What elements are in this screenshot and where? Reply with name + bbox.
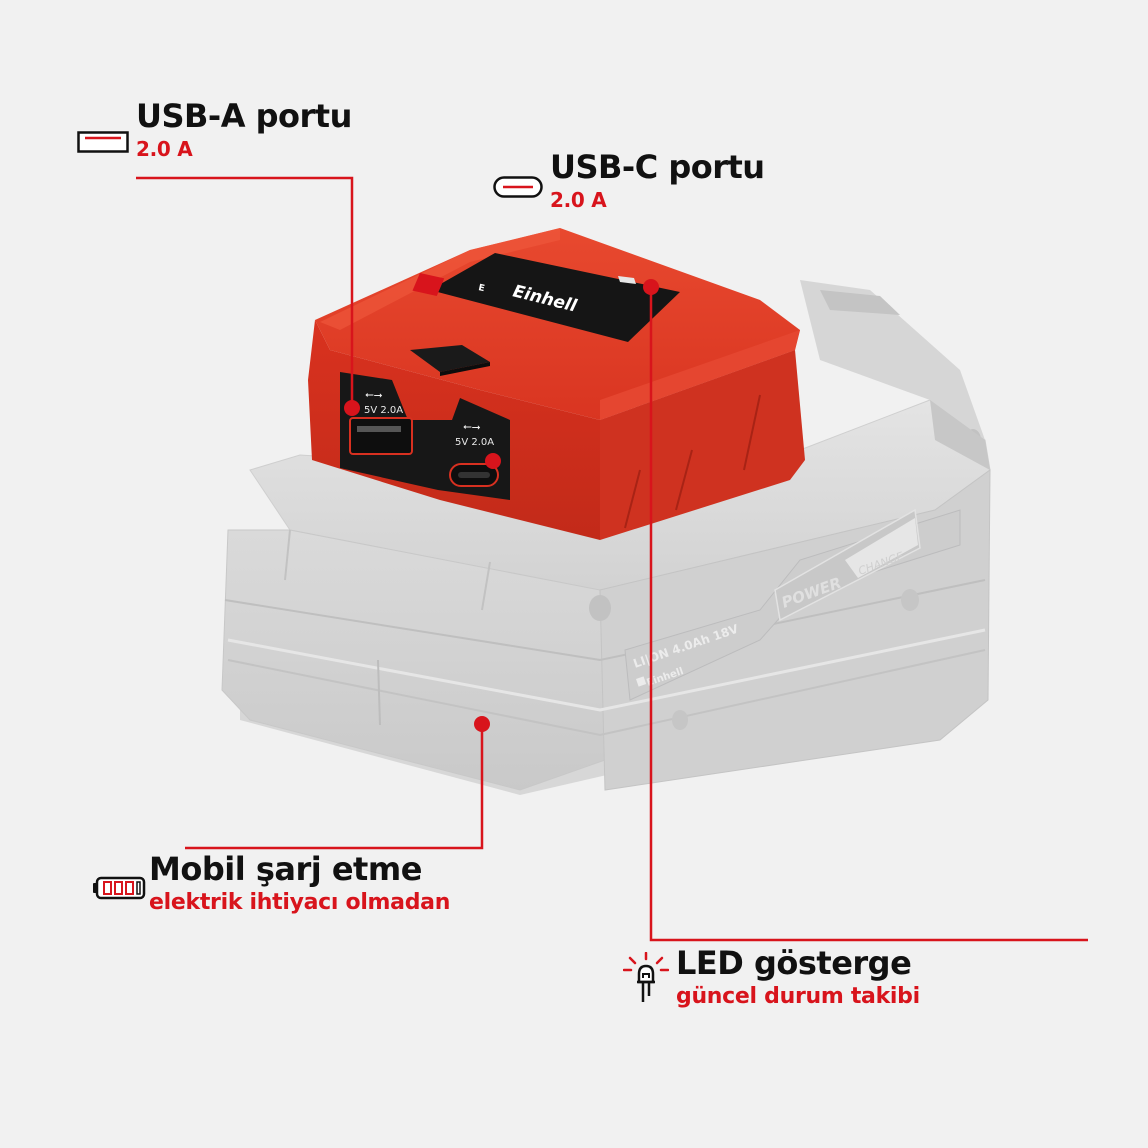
callout-led-indicator-subtitle: güncel durum takibi (676, 984, 920, 1009)
callout-usb-c-subtitle: 2.0 A (550, 188, 607, 212)
mobile-charging-connector-line (185, 724, 484, 850)
mobile-charging-marker-dot (474, 716, 490, 732)
callout-usb-a-subtitle: 2.0 A (136, 137, 193, 161)
led-marker-dot (643, 279, 659, 295)
power-button (410, 345, 490, 372)
battery-icon (92, 876, 146, 904)
led-icon (622, 951, 670, 1008)
usb-adapter: E Einhell ⭠⭢ 5V 2.0A ⭠⭢ 5V 2.0A (308, 228, 805, 540)
usb-a-port-icon (77, 131, 129, 157)
usb-a-port (349, 417, 413, 455)
usb-c-port-icon (493, 176, 543, 202)
callout-usb-c-title: USB-C portu (550, 148, 765, 186)
svg-text:E: E (477, 283, 485, 294)
usb-a-marker-dot (344, 400, 360, 416)
battery-pack: POWER CHANGE LI|ON 4.0Ah 18V Einhell (221, 280, 991, 795)
callout-mobile-charging: Mobil şarj etme elektrik ihtiyacı olmada… (149, 849, 450, 917)
callout-dots (344, 279, 659, 732)
usb-a-connector-line (136, 176, 354, 408)
callout-mobile-charging-subtitle: elektrik ihtiyacı olmadan (149, 890, 451, 915)
usb-glyph-a: ⭠⭢ (365, 388, 383, 401)
callout-usb-c: USB-C portu 2.0 A (550, 147, 765, 213)
led-window (618, 276, 636, 284)
callout-lines (136, 176, 1088, 942)
callout-mobile-charging-title: Mobil şarj etme (149, 850, 422, 888)
port-a-label: 5V 2.0A (364, 405, 403, 416)
callout-usb-a: USB-A portu 2.0 A (136, 96, 352, 162)
callout-led-indicator: LED gösterge güncel durum takibi (676, 943, 920, 1011)
led-connector-line (649, 287, 1088, 942)
callout-usb-a-title: USB-A portu (136, 97, 352, 135)
usb-glyph-c: ⭠⭢ (463, 420, 481, 433)
callout-led-indicator-title: LED gösterge (676, 944, 912, 982)
port-c-label: 5V 2.0A (455, 437, 494, 448)
usb-c-marker-dot (485, 453, 501, 469)
